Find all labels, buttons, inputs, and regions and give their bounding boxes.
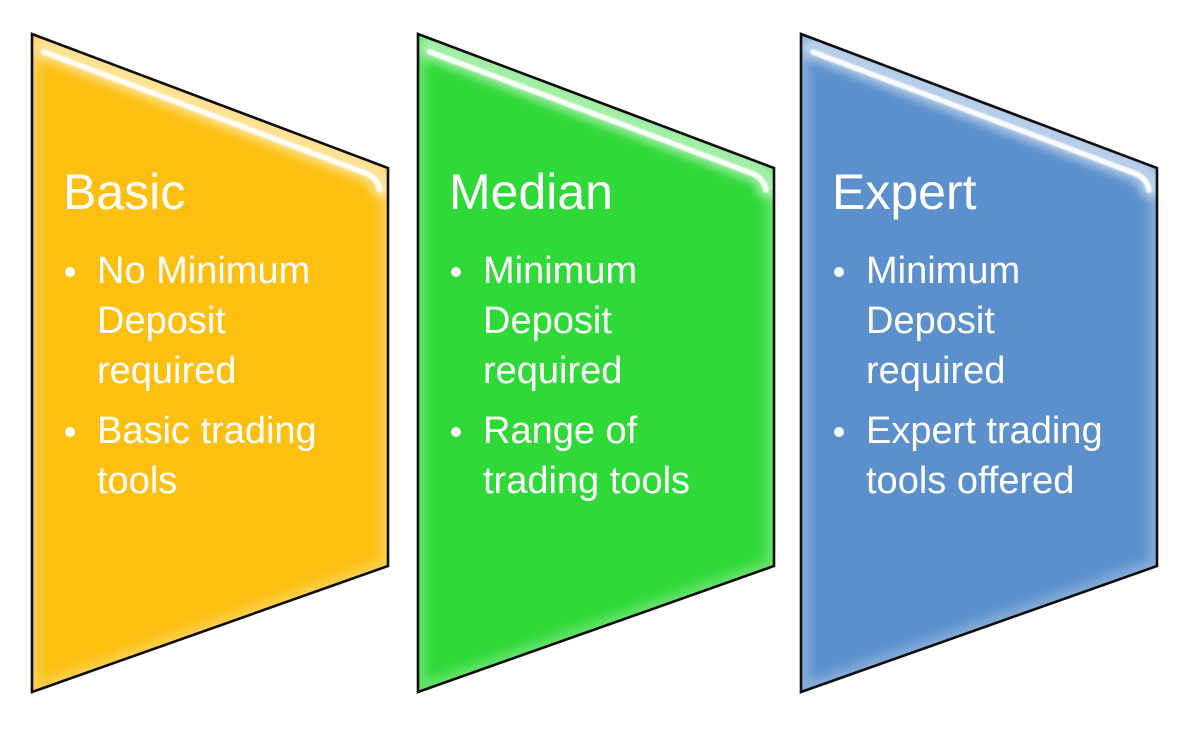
bullet-text: Minimum Deposit required xyxy=(866,250,1021,392)
bullet-text: Basic trading tools xyxy=(97,410,317,502)
bullet-list: Minimum Deposit required Range of tradin… xyxy=(449,246,751,506)
banner-fill xyxy=(418,34,774,692)
bullet-dot-icon xyxy=(451,427,461,437)
bullet-text: Range of trading tools xyxy=(483,410,691,502)
list-item: No Minimum Deposit required xyxy=(63,246,365,396)
banner-shape xyxy=(799,32,1159,694)
gloss-stripe xyxy=(810,49,1152,193)
level-card-expert: Expert Minimum Deposit required Expert t… xyxy=(798,31,1160,695)
banner-border xyxy=(799,32,1159,694)
card-title: Expert xyxy=(832,164,977,220)
card-title: Median xyxy=(449,164,613,220)
bullet-text: Expert trading tools offered xyxy=(866,410,1103,502)
bullet-list: No Minimum Deposit required Basic tradin… xyxy=(63,246,365,506)
bullet-dot-icon xyxy=(834,427,844,437)
bullet-text: Minimum Deposit required xyxy=(483,250,638,392)
gloss-stripe xyxy=(41,49,383,193)
bullet-text: No Minimum Deposit required xyxy=(97,250,311,392)
banner-fill xyxy=(801,34,1157,692)
level-card-median: Median Minimum Deposit required Range of… xyxy=(415,31,777,695)
banner-border xyxy=(30,32,390,694)
level-card-basic: Basic No Minimum Deposit required Basic … xyxy=(29,31,391,695)
list-item: Range of trading tools xyxy=(449,406,751,506)
list-item: Minimum Deposit required xyxy=(449,246,751,396)
gloss-stripe xyxy=(427,49,769,193)
bullet-list: Minimum Deposit required Expert trading … xyxy=(832,246,1134,506)
banner-shape xyxy=(416,32,776,694)
bullet-dot-icon xyxy=(834,267,844,277)
list-item: Expert trading tools offered xyxy=(832,406,1134,506)
banner-border xyxy=(416,32,776,694)
list-item: Minimum Deposit required xyxy=(832,246,1134,396)
card-title: Basic xyxy=(63,164,186,220)
bullet-dot-icon xyxy=(65,267,75,277)
list-item: Basic trading tools xyxy=(63,406,365,506)
bullet-dot-icon xyxy=(65,427,75,437)
bullet-dot-icon xyxy=(451,267,461,277)
banner-fill xyxy=(32,34,388,692)
banner-shape xyxy=(30,32,390,694)
